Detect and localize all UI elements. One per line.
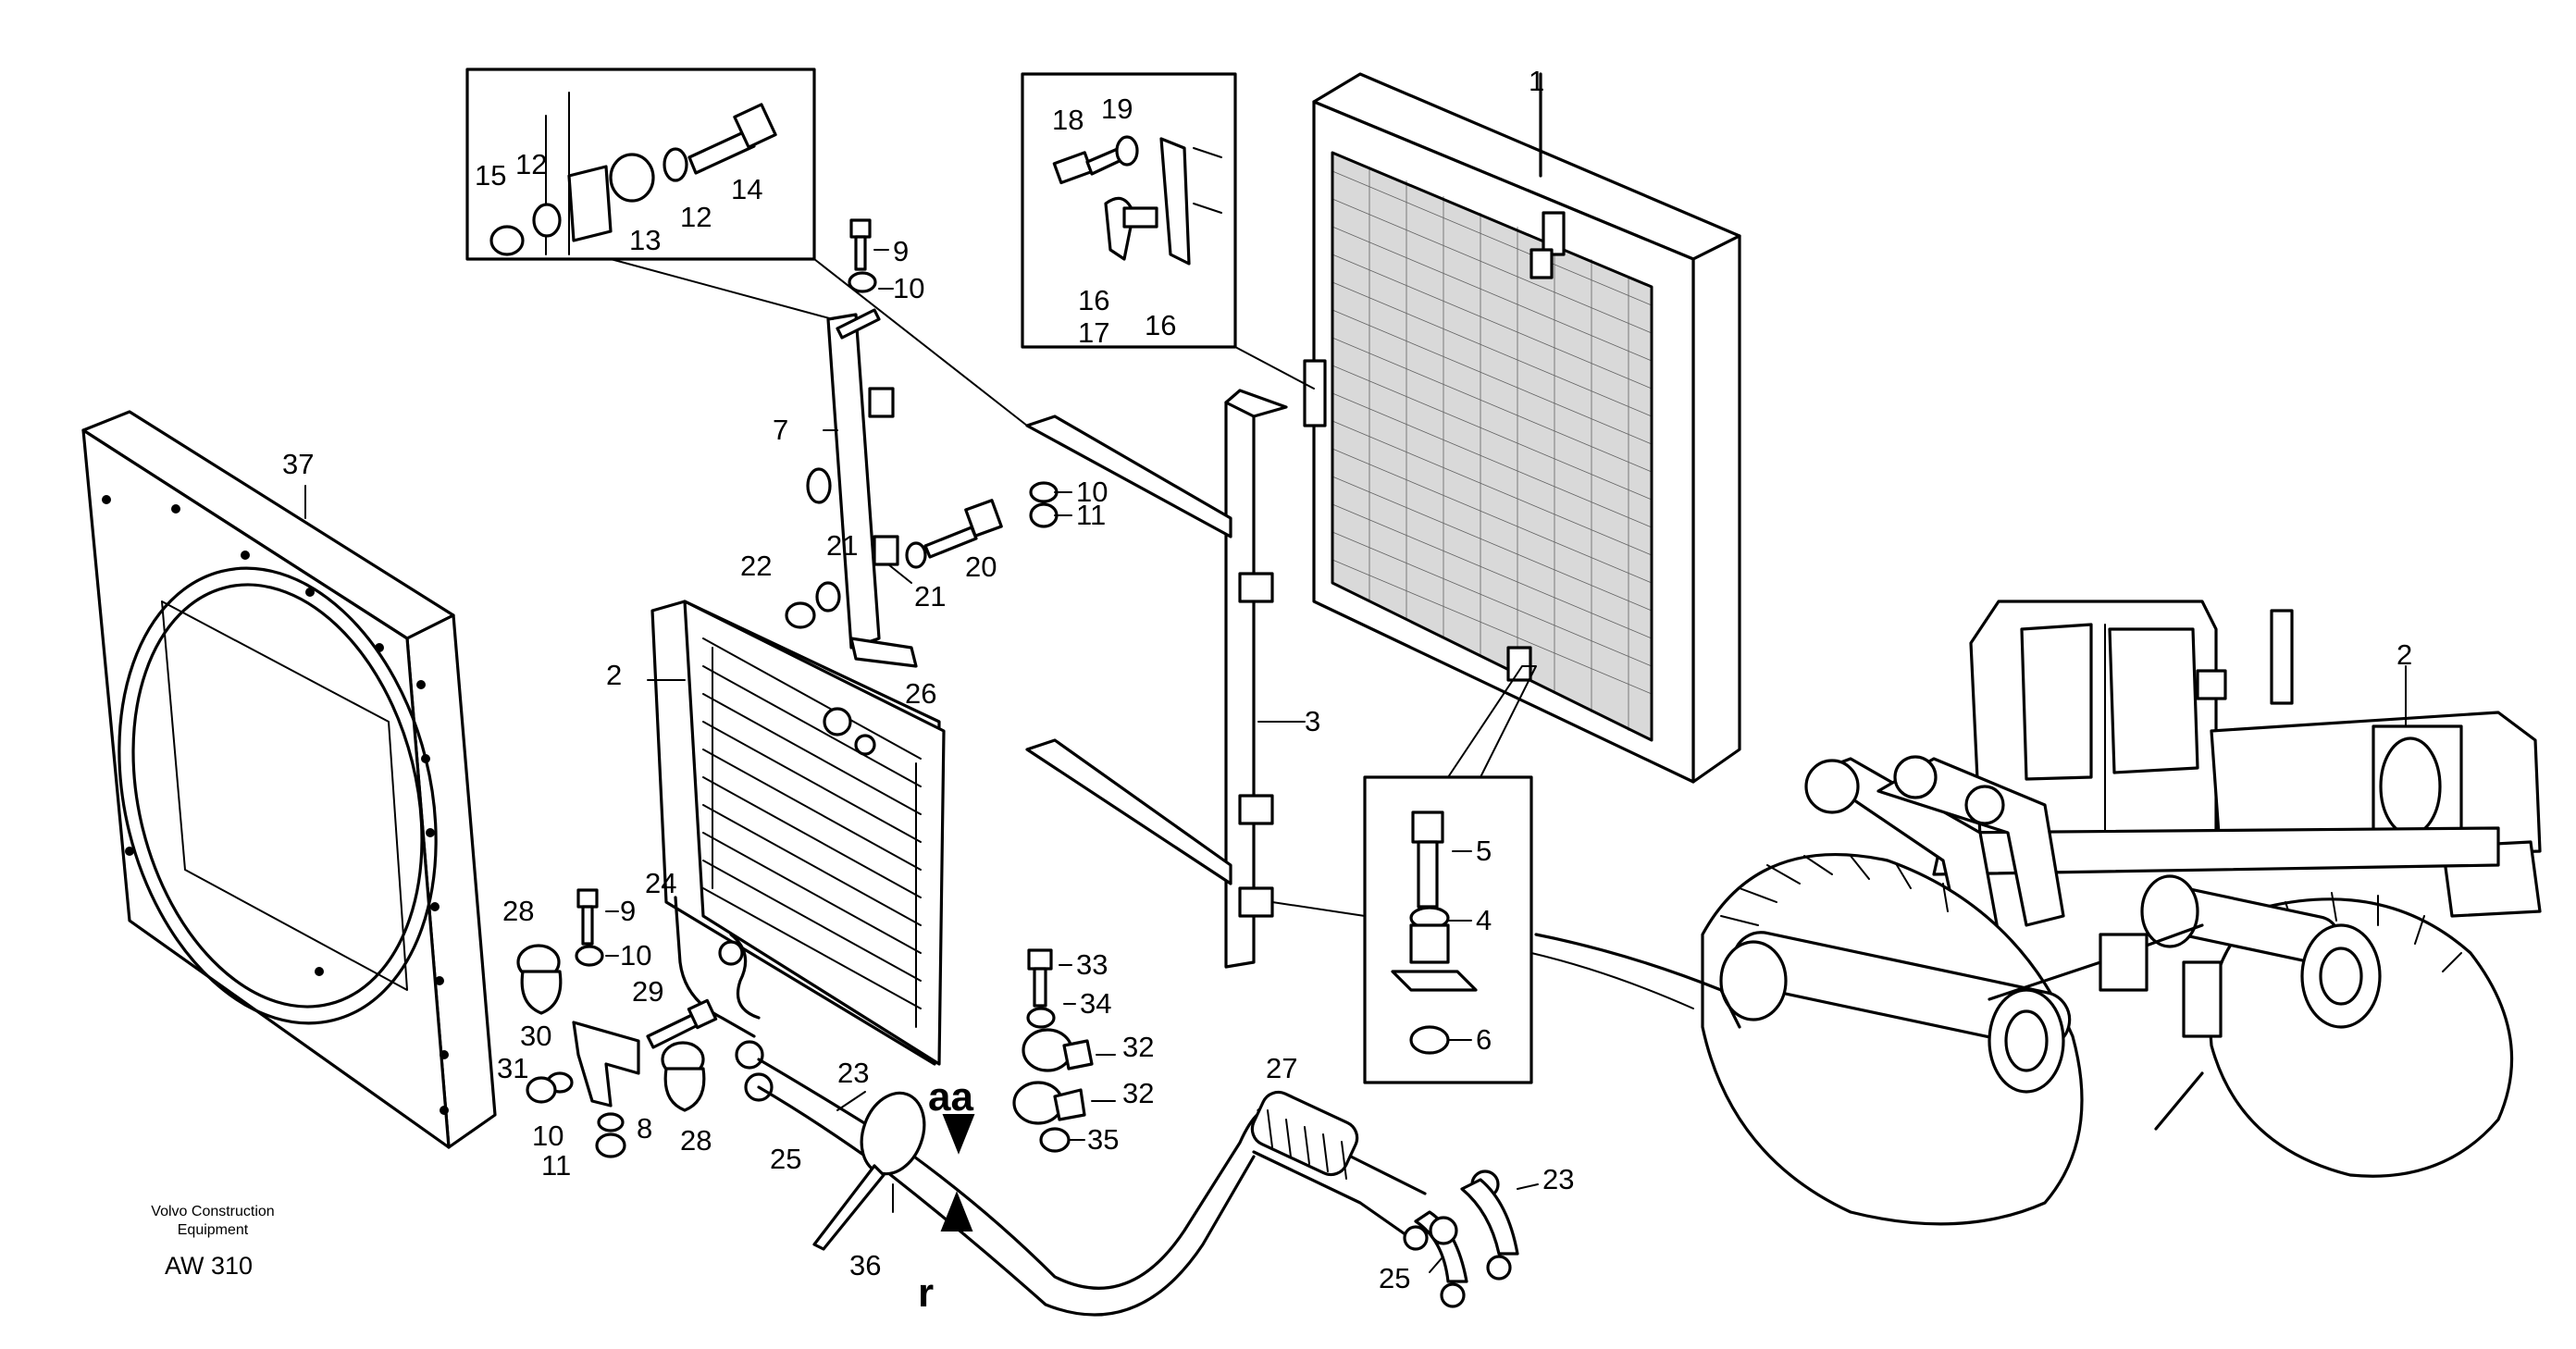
caption-company-line2: Equipment xyxy=(177,1222,249,1238)
bracket-part-8-and-clips xyxy=(516,888,718,1158)
hardware-upper xyxy=(785,218,1059,629)
leader-lines xyxy=(304,87,1542,1273)
callout-labels: 1 2 2 3 4 5 6 7 8 9 9 10 10 10 10 11 11 … xyxy=(282,65,2412,1316)
callout-32-upper: 32 xyxy=(1122,1031,1154,1063)
callout-19: 19 xyxy=(1101,93,1133,125)
callout-10-mid: 10 xyxy=(620,939,651,972)
callout-30: 30 xyxy=(520,1020,551,1052)
inset-detail-16-19 xyxy=(1021,72,1315,390)
callout-20: 20 xyxy=(965,551,997,583)
callout-25-right: 25 xyxy=(1379,1262,1410,1294)
callout-35: 35 xyxy=(1087,1123,1119,1156)
callout-2-loader: 2 xyxy=(2396,638,2412,671)
callout-5: 5 xyxy=(1476,835,1492,867)
callout-11-lower: 11 xyxy=(541,1149,571,1182)
callout-32-lower: 32 xyxy=(1122,1077,1154,1109)
caption-company-line1: Volvo Construction xyxy=(151,1204,275,1219)
callout-34: 34 xyxy=(1080,987,1111,1020)
callout-18: 18 xyxy=(1052,104,1084,136)
callout-31: 31 xyxy=(497,1052,528,1084)
callout-28-right: 28 xyxy=(680,1124,712,1157)
callout-14: 14 xyxy=(731,173,762,205)
callout-16-right: 16 xyxy=(1145,309,1176,341)
arrow-label-aa: aa xyxy=(928,1074,973,1120)
callout-28-left: 28 xyxy=(502,895,534,927)
fan-shroud-part-37 xyxy=(81,410,497,1149)
callout-21-left: 21 xyxy=(826,529,858,562)
inset-detail-12-15 xyxy=(465,68,1028,427)
callout-12-left: 12 xyxy=(515,148,547,180)
callout-1: 1 xyxy=(1529,65,1544,97)
callout-26: 26 xyxy=(905,677,936,710)
support-bar-part-7 xyxy=(806,308,918,668)
callout-8: 8 xyxy=(637,1112,652,1145)
callout-12-right: 12 xyxy=(680,201,712,233)
bracket-frame-part-3 xyxy=(1025,389,1288,969)
hoses xyxy=(757,1058,1519,1317)
callout-36: 36 xyxy=(849,1249,881,1281)
callout-29: 29 xyxy=(632,975,663,1008)
wheel-loader-illustration xyxy=(1530,600,2542,1226)
callout-11-right: 11 xyxy=(1076,499,1106,531)
callout-3: 3 xyxy=(1305,705,1320,737)
callout-25-left: 25 xyxy=(770,1143,801,1175)
callout-21-right: 21 xyxy=(914,580,946,613)
callout-33: 33 xyxy=(1076,948,1108,981)
callout-37: 37 xyxy=(282,448,314,480)
callout-4: 4 xyxy=(1476,904,1492,936)
callout-10-right: 10 xyxy=(1076,476,1108,508)
grille-frame-part-1 xyxy=(1303,72,1741,784)
callout-23-right: 23 xyxy=(1542,1163,1574,1195)
callout-2: 2 xyxy=(606,659,622,691)
callout-16-left: 16 xyxy=(1078,284,1109,316)
callout-9-lower: 9 xyxy=(620,895,636,927)
callout-24: 24 xyxy=(645,867,676,899)
callout-17: 17 xyxy=(1078,316,1109,349)
publisher-caption: Volvo Construction Equipment xyxy=(148,1203,278,1240)
diagram-code: AW 310 xyxy=(165,1252,254,1280)
arrow-label-r: r xyxy=(918,1270,934,1316)
callout-15: 15 xyxy=(475,159,506,192)
callout-10-upper: 10 xyxy=(893,272,924,304)
callout-6: 6 xyxy=(1476,1023,1492,1056)
inset-detail-4-6 xyxy=(1271,665,1537,1084)
cooler-part-2 xyxy=(650,600,946,1102)
callout-10-lower: 10 xyxy=(532,1120,564,1152)
clamps-part-32 xyxy=(1012,948,1094,1153)
callout-23-left: 23 xyxy=(837,1057,869,1089)
callout-22: 22 xyxy=(740,550,772,582)
callout-9-upper: 9 xyxy=(893,235,909,267)
callout-7: 7 xyxy=(773,414,788,446)
callout-13: 13 xyxy=(629,224,661,256)
callout-27: 27 xyxy=(1266,1052,1297,1084)
